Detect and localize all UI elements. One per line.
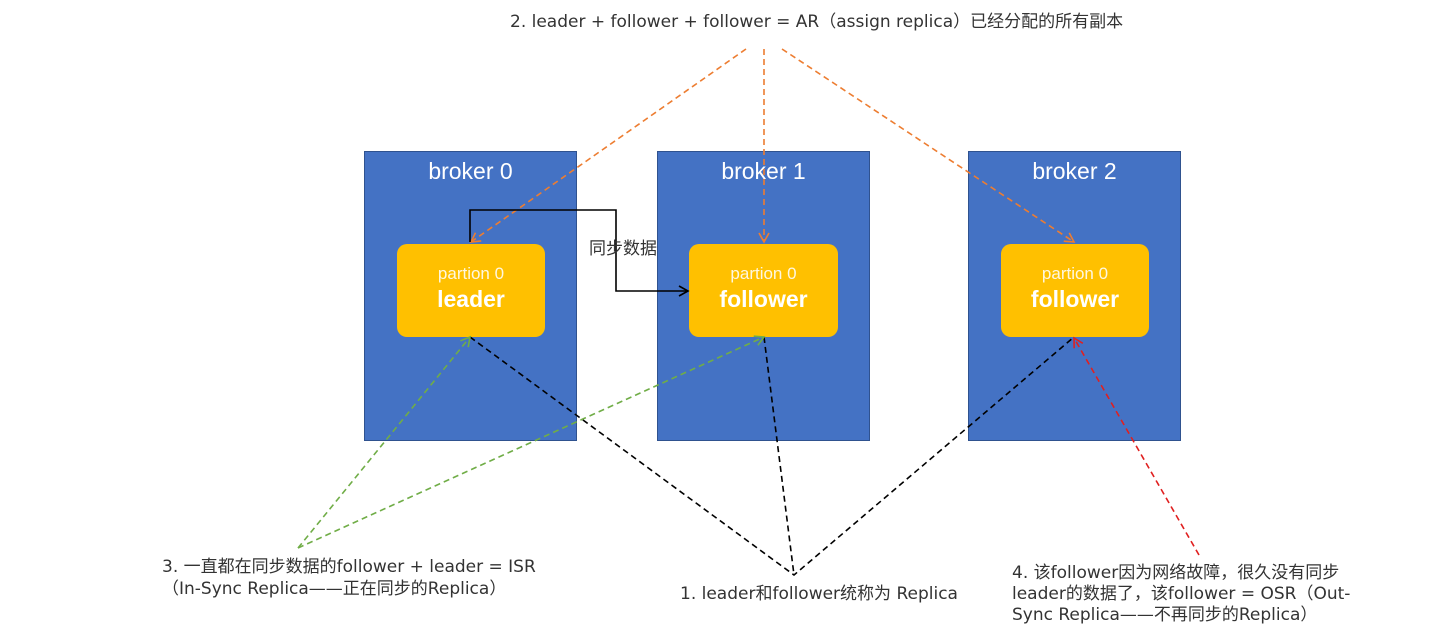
- isr-note-line2: （In-Sync Replica——正在同步的Replica）: [162, 579, 507, 599]
- replica-lines: [469, 336, 1075, 577]
- partition-role: follower: [1030, 286, 1120, 312]
- partition-name: partion 0: [437, 264, 505, 283]
- osr-note-line2: leader的数据了，该follower = OSR（Out-: [1012, 584, 1351, 604]
- ar-arrow-to-leader: [469, 48, 747, 243]
- replica-note: 1. leader和follower统称为 Replica: [680, 584, 958, 604]
- broker-2: broker 2 partion 0 follower: [968, 151, 1181, 441]
- sync-data-arrow: [469, 209, 690, 297]
- ar-note: 2. leader + follower + follower = AR（ass…: [510, 12, 1124, 32]
- osr-note-line1: 4. 该follower因为网络故障，很久没有同步: [1012, 563, 1340, 583]
- ar-arrow-to-follower-2: [781, 48, 1076, 243]
- broker-title: broker 0: [428, 158, 513, 184]
- partition-follower-1: partion 0 follower: [689, 244, 838, 337]
- isr-arrow-to-leader: [297, 335, 472, 549]
- partition-follower-2: partion 0 follower: [1001, 244, 1149, 337]
- partition-role: follower: [719, 286, 808, 312]
- partition-role: leader: [437, 286, 505, 312]
- osr-note-line3: Sync Replica——不再同步的Replica）: [1012, 605, 1318, 625]
- osr-arrow-to-follower-2: [1073, 336, 1200, 556]
- isr-arrow-to-follower-1: [297, 335, 766, 549]
- broker-0: broker 0 partion 0 leader: [364, 151, 577, 441]
- isr-note-line1: 3. 一直都在同步数据的follower + leader = ISR: [162, 557, 536, 577]
- replica-line-follower-1: [763, 336, 795, 576]
- partition-name: partion 0: [1041, 264, 1109, 283]
- partition-name: partion 0: [730, 264, 797, 283]
- partition-leader: partion 0 leader: [397, 244, 545, 337]
- sync-data-label: 同步数据: [589, 239, 657, 259]
- broker-title: broker 2: [1032, 158, 1117, 184]
